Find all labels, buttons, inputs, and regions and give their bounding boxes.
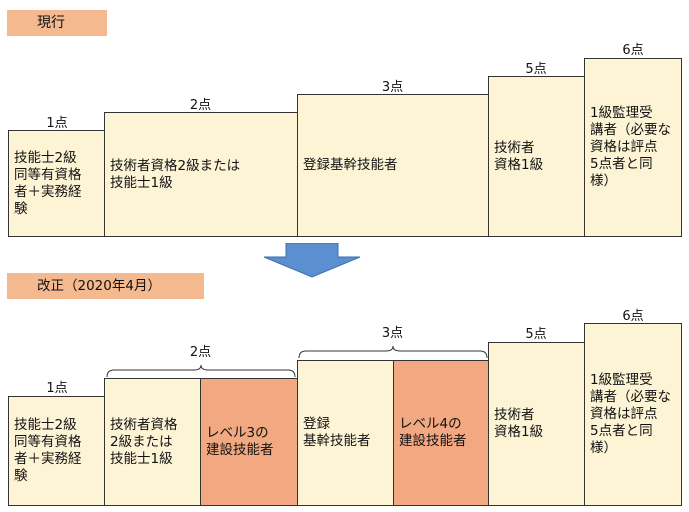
current-box-level5-text: 技術者 資格1級: [494, 139, 544, 173]
revised-points-1: 1点: [46, 381, 68, 396]
brace-2pt: [106, 364, 296, 378]
revised-box-level1-text: 技能士2級 同等有資格 者＋実務経 験: [14, 417, 82, 484]
revised-points-2: 2点: [189, 345, 212, 360]
down-arrow-icon: [263, 243, 361, 278]
revised-box-engineer2-text: 技術者資格 2級または 技能士1級: [110, 416, 178, 467]
revised-box-engineer2: 技術者資格 2級または 技能士1級: [104, 378, 201, 506]
current-box-level2-text: 技術者資格2級または 技能士1級: [110, 157, 241, 191]
current-box-level6: 1級監理受 講者（必要な 資格は評点 5点者と同 様）: [584, 58, 682, 237]
current-points-1: 1点: [46, 116, 68, 131]
revised-box-engineer1-text: 技術者 資格1級: [494, 407, 544, 440]
revised-box-supervisor: 1級監理受 講者（必要な 資格は評点 5点者と同 様）: [584, 323, 682, 506]
current-points-3: 3点: [381, 80, 404, 95]
current-box-level1-text: 技能士2級 同等有資格 者＋実務経 験: [14, 149, 82, 217]
revised-box-skill-level3: レベル3の 建設技能者: [200, 378, 298, 506]
current-box-level3-text: 登録基幹技能者: [303, 157, 398, 173]
revised-box-registered-core-text: 登録 基幹技能者: [303, 416, 371, 449]
revised-box-engineer1: 技術者 資格1級: [488, 342, 585, 506]
revised-box-skill-level4: レベル4の 建設技能者: [393, 360, 489, 506]
revised-section-label: 改正（2020年4月）: [7, 273, 204, 299]
revised-points-3: 3点: [381, 326, 404, 341]
current-box-level3: 登録基幹技能者: [297, 94, 489, 237]
revised-box-skill-level4-text: レベル4の 建設技能者: [399, 416, 467, 449]
current-box-level1: 技能士2級 同等有資格 者＋実務経 験: [8, 130, 105, 237]
revised-box-level1: 技能士2級 同等有資格 者＋実務経 験: [8, 396, 105, 506]
revised-points-6: 6点: [622, 309, 644, 324]
current-box-level6-text: 1級監理受 講者（必要な 資格は評点 5点者と同 様）: [590, 105, 671, 189]
current-box-level5: 技術者 資格1級: [488, 76, 585, 237]
current-points-2: 2点: [189, 98, 212, 113]
revised-box-registered-core: 登録 基幹技能者: [297, 360, 394, 506]
current-section-label: 現行: [7, 10, 107, 36]
revised-box-skill-level3-text: レベル3の 建設技能者: [206, 425, 274, 458]
current-points-5: 5点: [525, 62, 547, 77]
revised-points-5: 5点: [525, 327, 547, 342]
brace-3pt: [298, 345, 488, 359]
current-box-level2: 技術者資格2級または 技能士1級: [104, 112, 298, 237]
revised-box-supervisor-text: 1級監理受 講者（必要な 資格は評点 5点者と同 様）: [590, 372, 671, 456]
current-points-6: 6点: [622, 43, 644, 58]
